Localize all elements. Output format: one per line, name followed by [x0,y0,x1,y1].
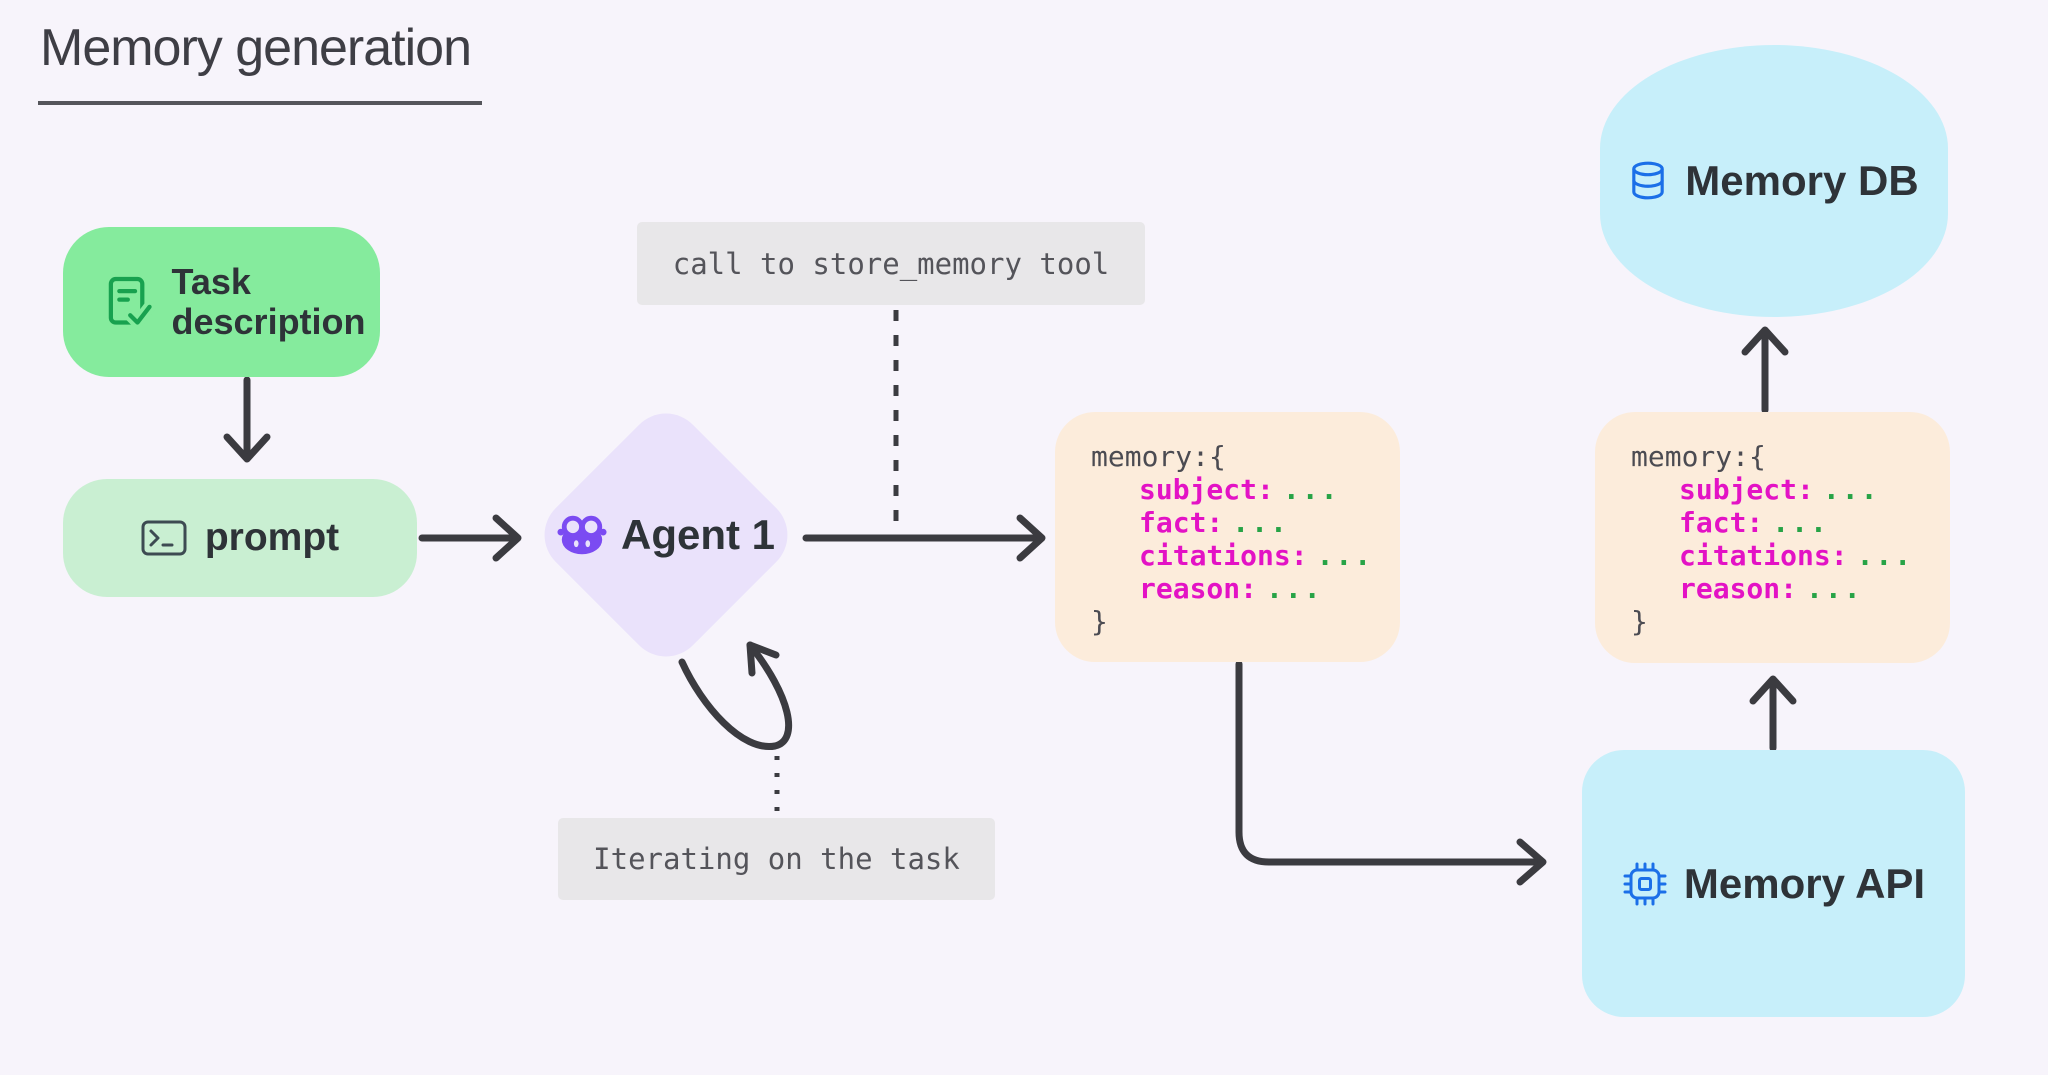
task-description-label: Task description [171,260,366,342]
code-field: subject:... [1679,473,1880,506]
code-field: reason:... [1139,572,1323,605]
arrow-memory-to-api [1235,660,1547,886]
arrow-api-to-memory [1749,675,1797,752]
code-close: } [1091,605,1108,638]
arrow-agent-self-loop [678,641,793,750]
code-field: subject:... [1139,473,1340,506]
terminal-icon [141,519,187,557]
arrow-task-to-prompt [223,376,271,463]
memory-object-box-2: memory:{ subject:... fact:... citations:… [1595,412,1950,663]
prompt-label: prompt [204,516,340,559]
robot-icon [557,513,607,557]
chip-icon [1622,861,1668,907]
database-icon [1629,160,1667,202]
agent-1-label: Agent 1 [620,511,775,558]
memory-object-box-1: memory:{ subject:... fact:... citations:… [1055,412,1400,662]
code-field: fact:... [1139,506,1289,539]
code-open: memory:{ [1091,440,1226,473]
code-field: citations:... [1139,539,1374,572]
node-prompt: prompt [63,479,417,597]
code-field: fact:... [1679,506,1829,539]
code-field: citations:... [1679,539,1914,572]
annotation-call-store-memory: call to store_memory tool [637,222,1145,305]
code-open: memory:{ [1631,440,1766,473]
node-memory-api: Memory API [1582,750,1965,1017]
page-title: Memory generation [40,19,472,77]
annotation-iterating-on-task: Iterating on the task [558,818,995,900]
memory-api-label: Memory API [1683,859,1926,907]
title-underline [38,101,482,105]
node-agent-1: Agent 1 [546,503,786,567]
memory-db-label: Memory DB [1685,157,1919,204]
node-memory-db: Memory DB [1600,45,1948,317]
document-check-icon [102,273,156,331]
node-task-description: Task description [63,227,380,377]
code-close: } [1631,605,1648,638]
arrow-agent-to-memory [802,514,1046,562]
code-field: reason:... [1679,572,1863,605]
arrow-prompt-to-agent [418,514,522,562]
arrow-memory-to-db [1741,326,1789,414]
